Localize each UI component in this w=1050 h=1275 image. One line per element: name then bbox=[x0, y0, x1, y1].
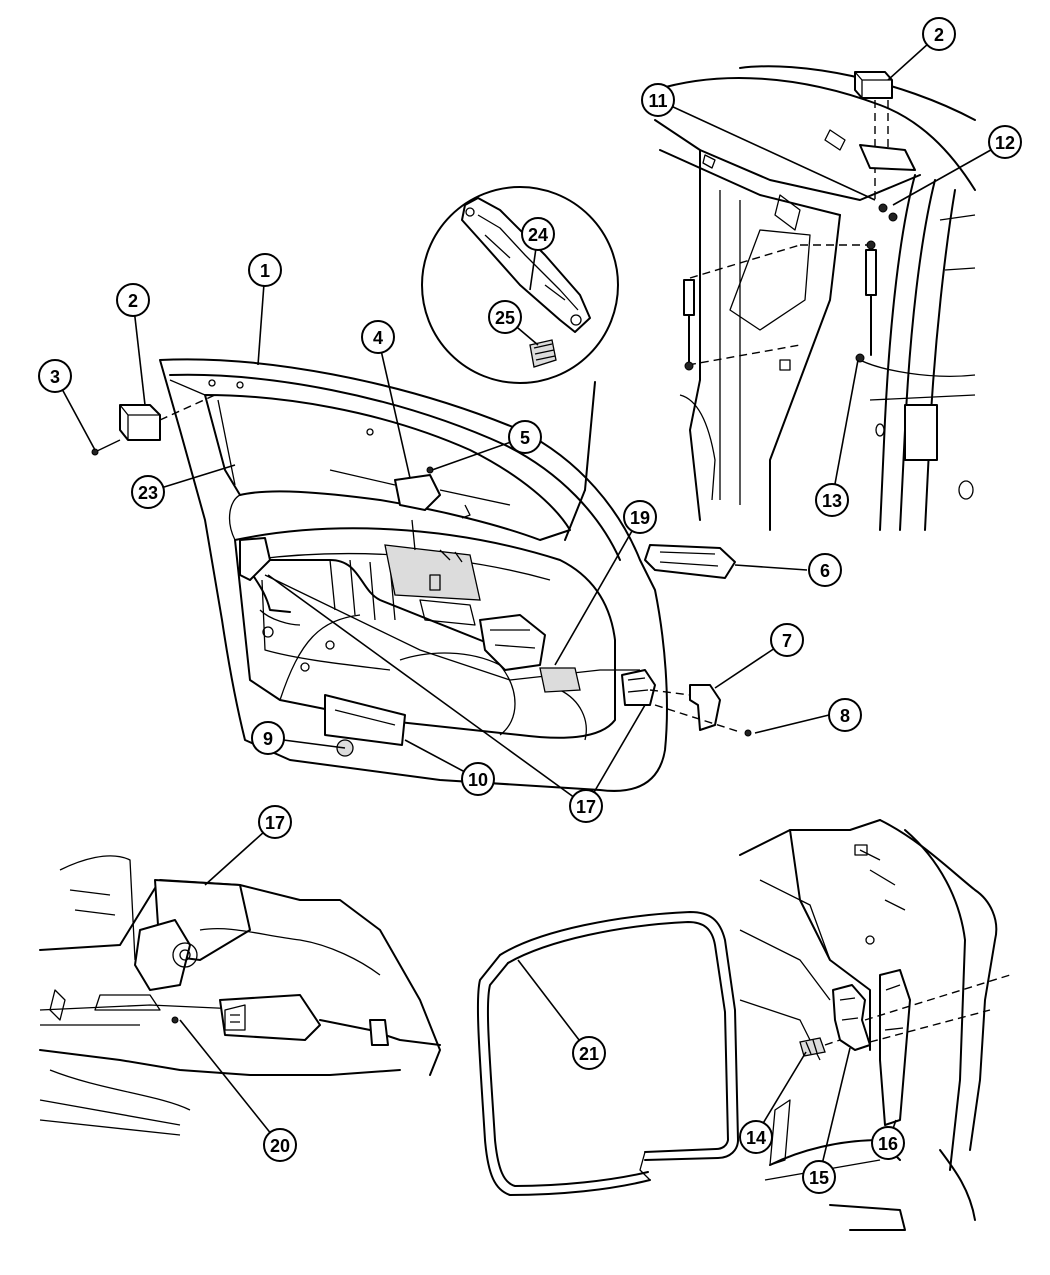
callout-25: 25 bbox=[488, 300, 522, 334]
svg-text:1: 1 bbox=[260, 261, 270, 281]
weatherstrip-seal bbox=[476, 911, 739, 1196]
svg-text:19: 19 bbox=[630, 508, 650, 528]
svg-text:17: 17 bbox=[576, 797, 596, 817]
svg-text:5: 5 bbox=[520, 428, 530, 448]
callout-12: 12 bbox=[988, 125, 1022, 159]
svg-text:25: 25 bbox=[495, 308, 515, 328]
callout-6: 6 bbox=[808, 553, 842, 587]
callout-1: 1 bbox=[248, 253, 282, 287]
callout-15: 15 bbox=[802, 1160, 836, 1194]
callout-13: 13 bbox=[815, 483, 849, 517]
callout-17-main: 17 bbox=[569, 789, 603, 823]
svg-text:7: 7 bbox=[782, 631, 792, 651]
svg-text:15: 15 bbox=[809, 1168, 829, 1188]
callout-4: 4 bbox=[361, 320, 395, 354]
callout-11: 11 bbox=[641, 83, 675, 117]
callout-7: 7 bbox=[770, 623, 804, 657]
pillar-striker-view bbox=[739, 819, 1011, 1231]
callout-20: 20 bbox=[263, 1128, 297, 1162]
callout-2-left: 2 bbox=[116, 283, 150, 317]
callout-24: 24 bbox=[521, 217, 555, 251]
svg-text:9: 9 bbox=[263, 729, 273, 749]
svg-text:2: 2 bbox=[128, 291, 138, 311]
svg-text:24: 24 bbox=[528, 225, 548, 245]
callout-10: 10 bbox=[461, 762, 495, 796]
callout-19: 19 bbox=[623, 500, 657, 534]
callout-21: 21 bbox=[572, 1036, 606, 1070]
callout-16: 16 bbox=[871, 1126, 905, 1160]
body-opening-view bbox=[654, 65, 976, 531]
svg-text:23: 23 bbox=[138, 483, 158, 503]
svg-text:14: 14 bbox=[746, 1128, 766, 1148]
callout-14: 14 bbox=[739, 1120, 773, 1154]
svg-text:6: 6 bbox=[820, 561, 830, 581]
callout-3: 3 bbox=[38, 359, 72, 393]
svg-text:13: 13 bbox=[822, 491, 842, 511]
svg-text:17: 17 bbox=[265, 813, 285, 833]
callout-5: 5 bbox=[508, 420, 542, 454]
callout-9: 9 bbox=[251, 721, 285, 755]
svg-text:8: 8 bbox=[840, 706, 850, 726]
svg-text:3: 3 bbox=[50, 367, 60, 387]
bracket-detail-circle bbox=[421, 186, 619, 541]
callout-23: 23 bbox=[131, 475, 165, 509]
callout-17-top: 17 bbox=[258, 805, 292, 839]
svg-text:2: 2 bbox=[934, 25, 944, 45]
svg-text:10: 10 bbox=[468, 770, 488, 790]
svg-text:21: 21 bbox=[579, 1044, 599, 1064]
callout-2-top: 2 bbox=[922, 17, 956, 51]
liftgate-assembly bbox=[91, 358, 752, 792]
svg-text:16: 16 bbox=[878, 1134, 898, 1154]
svg-text:4: 4 bbox=[373, 328, 383, 348]
svg-text:20: 20 bbox=[270, 1136, 290, 1156]
callout-8: 8 bbox=[828, 698, 862, 732]
leader-lines bbox=[54, 33, 1006, 1178]
latch-detail-view bbox=[39, 855, 441, 1136]
svg-text:12: 12 bbox=[995, 133, 1015, 153]
svg-text:11: 11 bbox=[648, 91, 667, 111]
